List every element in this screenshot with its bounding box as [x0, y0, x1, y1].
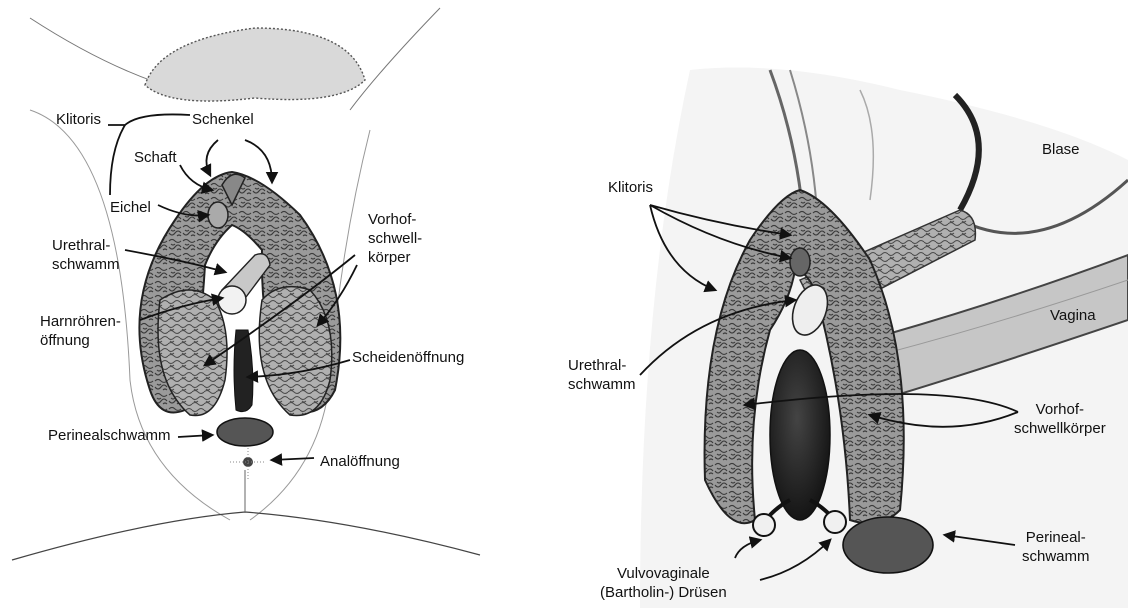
- label-analoeffnung: Analöffnung: [320, 452, 400, 471]
- label-schenkel: Schenkel: [192, 110, 254, 129]
- label-klitoris-right: Klitoris: [608, 178, 653, 197]
- label-urethralschwamm-right: Urethral- schwamm: [568, 356, 636, 394]
- label-eichel: Eichel: [110, 198, 151, 217]
- label-blase: Blase: [1042, 140, 1080, 159]
- label-urethralschwamm-left: Urethral- schwamm: [52, 236, 120, 274]
- label-perinealschwamm-left: Perinealschwamm: [48, 426, 171, 445]
- label-vagina: Vagina: [1050, 306, 1096, 325]
- left-anatomy-drawing: [12, 8, 480, 560]
- label-klitoris-left: Klitoris: [56, 110, 101, 129]
- label-scheidenoeffnung: Scheidenöffnung: [352, 348, 464, 367]
- label-vorhofschwellkoerper-left: Vorhof- schwell- körper: [368, 210, 422, 267]
- label-perinealschwamm-right: Perineal- schwamm: [1022, 528, 1090, 566]
- label-bartholin-druesen: Vulvovaginale (Bartholin-) Drüsen: [600, 564, 727, 602]
- label-harnroehrenoeffnung: Harnröhren- öffnung: [40, 312, 121, 350]
- label-vorhofschwellkoerper-right: Vorhof- schwellkörper: [1014, 400, 1106, 438]
- label-schaft: Schaft: [134, 148, 177, 167]
